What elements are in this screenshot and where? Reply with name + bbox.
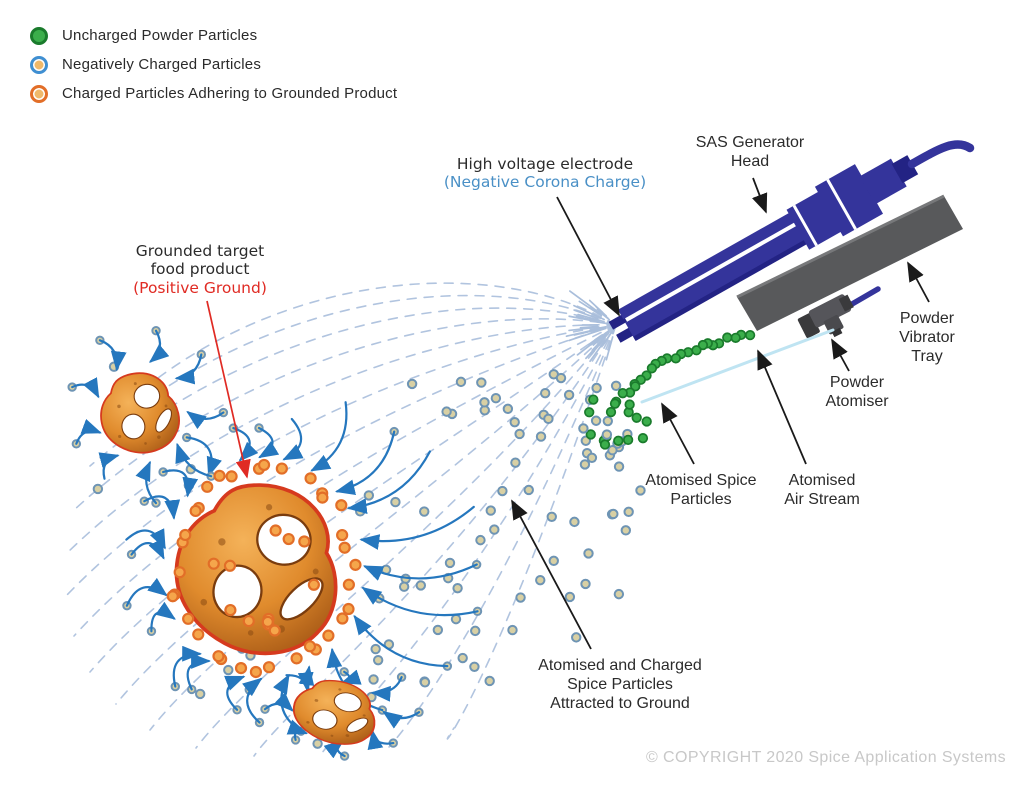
pretzel-top-left — [94, 367, 185, 459]
blue-ring-particle-icon — [30, 55, 48, 74]
attraction-arrows-bottom-pretzel — [260, 667, 424, 761]
legend-item-uncharged: Uncharged Powder Particles — [30, 26, 397, 45]
legend-item-negative: Negatively Charged Particles — [30, 55, 397, 74]
annotation-arrows — [206, 177, 930, 650]
air-stream-line — [640, 328, 835, 404]
generator-cable — [907, 140, 975, 169]
orange-ring-particle-icon — [30, 84, 48, 103]
attraction-arrows-top-left-pretzel — [67, 325, 229, 508]
legend: Uncharged Powder Particles Negatively Ch… — [30, 26, 397, 113]
copyright-text: © COPYRIGHT 2020 Spice Application Syste… — [646, 749, 1006, 766]
powder-atomiser-arrow — [831, 338, 850, 372]
sas-generator-head-label: SAS Generator Head — [695, 134, 805, 170]
generator-gun — [608, 155, 919, 343]
powder-atomiser-fitting — [797, 294, 854, 339]
high-voltage-arrow — [556, 196, 620, 317]
grounded-product-label: Grounded target food product (Positive G… — [133, 242, 267, 297]
attraction-arrows-large-pretzel — [122, 401, 483, 739]
powder-atomiser-label: Powder Atomiser — [825, 374, 889, 410]
adhered-orange-particles — [166, 458, 362, 679]
vibrator-tray — [736, 194, 963, 331]
grounded-product-arrow — [206, 300, 251, 479]
vibrator-tray-arrow — [907, 261, 930, 303]
atomised-spice-arrow — [661, 402, 695, 465]
powder-vibrator-tray-label: Powder Vibrator Tray — [899, 310, 955, 365]
atomised-air-stream-label: Atomised Air Stream — [784, 472, 860, 508]
green-particle-icon — [30, 26, 48, 45]
sas-generator-arrow — [752, 177, 768, 214]
corona-burst-icon — [565, 290, 614, 363]
atomised-air-arrow — [757, 349, 807, 465]
atomised-spice-particles-label: Atomised Spice Particles — [645, 472, 757, 508]
pretzel-bottom — [287, 672, 383, 752]
green-particle-stream — [578, 329, 756, 470]
attracted-arrow — [511, 499, 592, 650]
high-voltage-electrode-label: High voltage electrode (Negative Corona … — [443, 155, 647, 192]
attracted-to-ground-label: Atomised and Charged Spice Particles Att… — [538, 657, 702, 712]
legend-item-adhering: Charged Particles Adhering to Grounded P… — [30, 84, 397, 103]
